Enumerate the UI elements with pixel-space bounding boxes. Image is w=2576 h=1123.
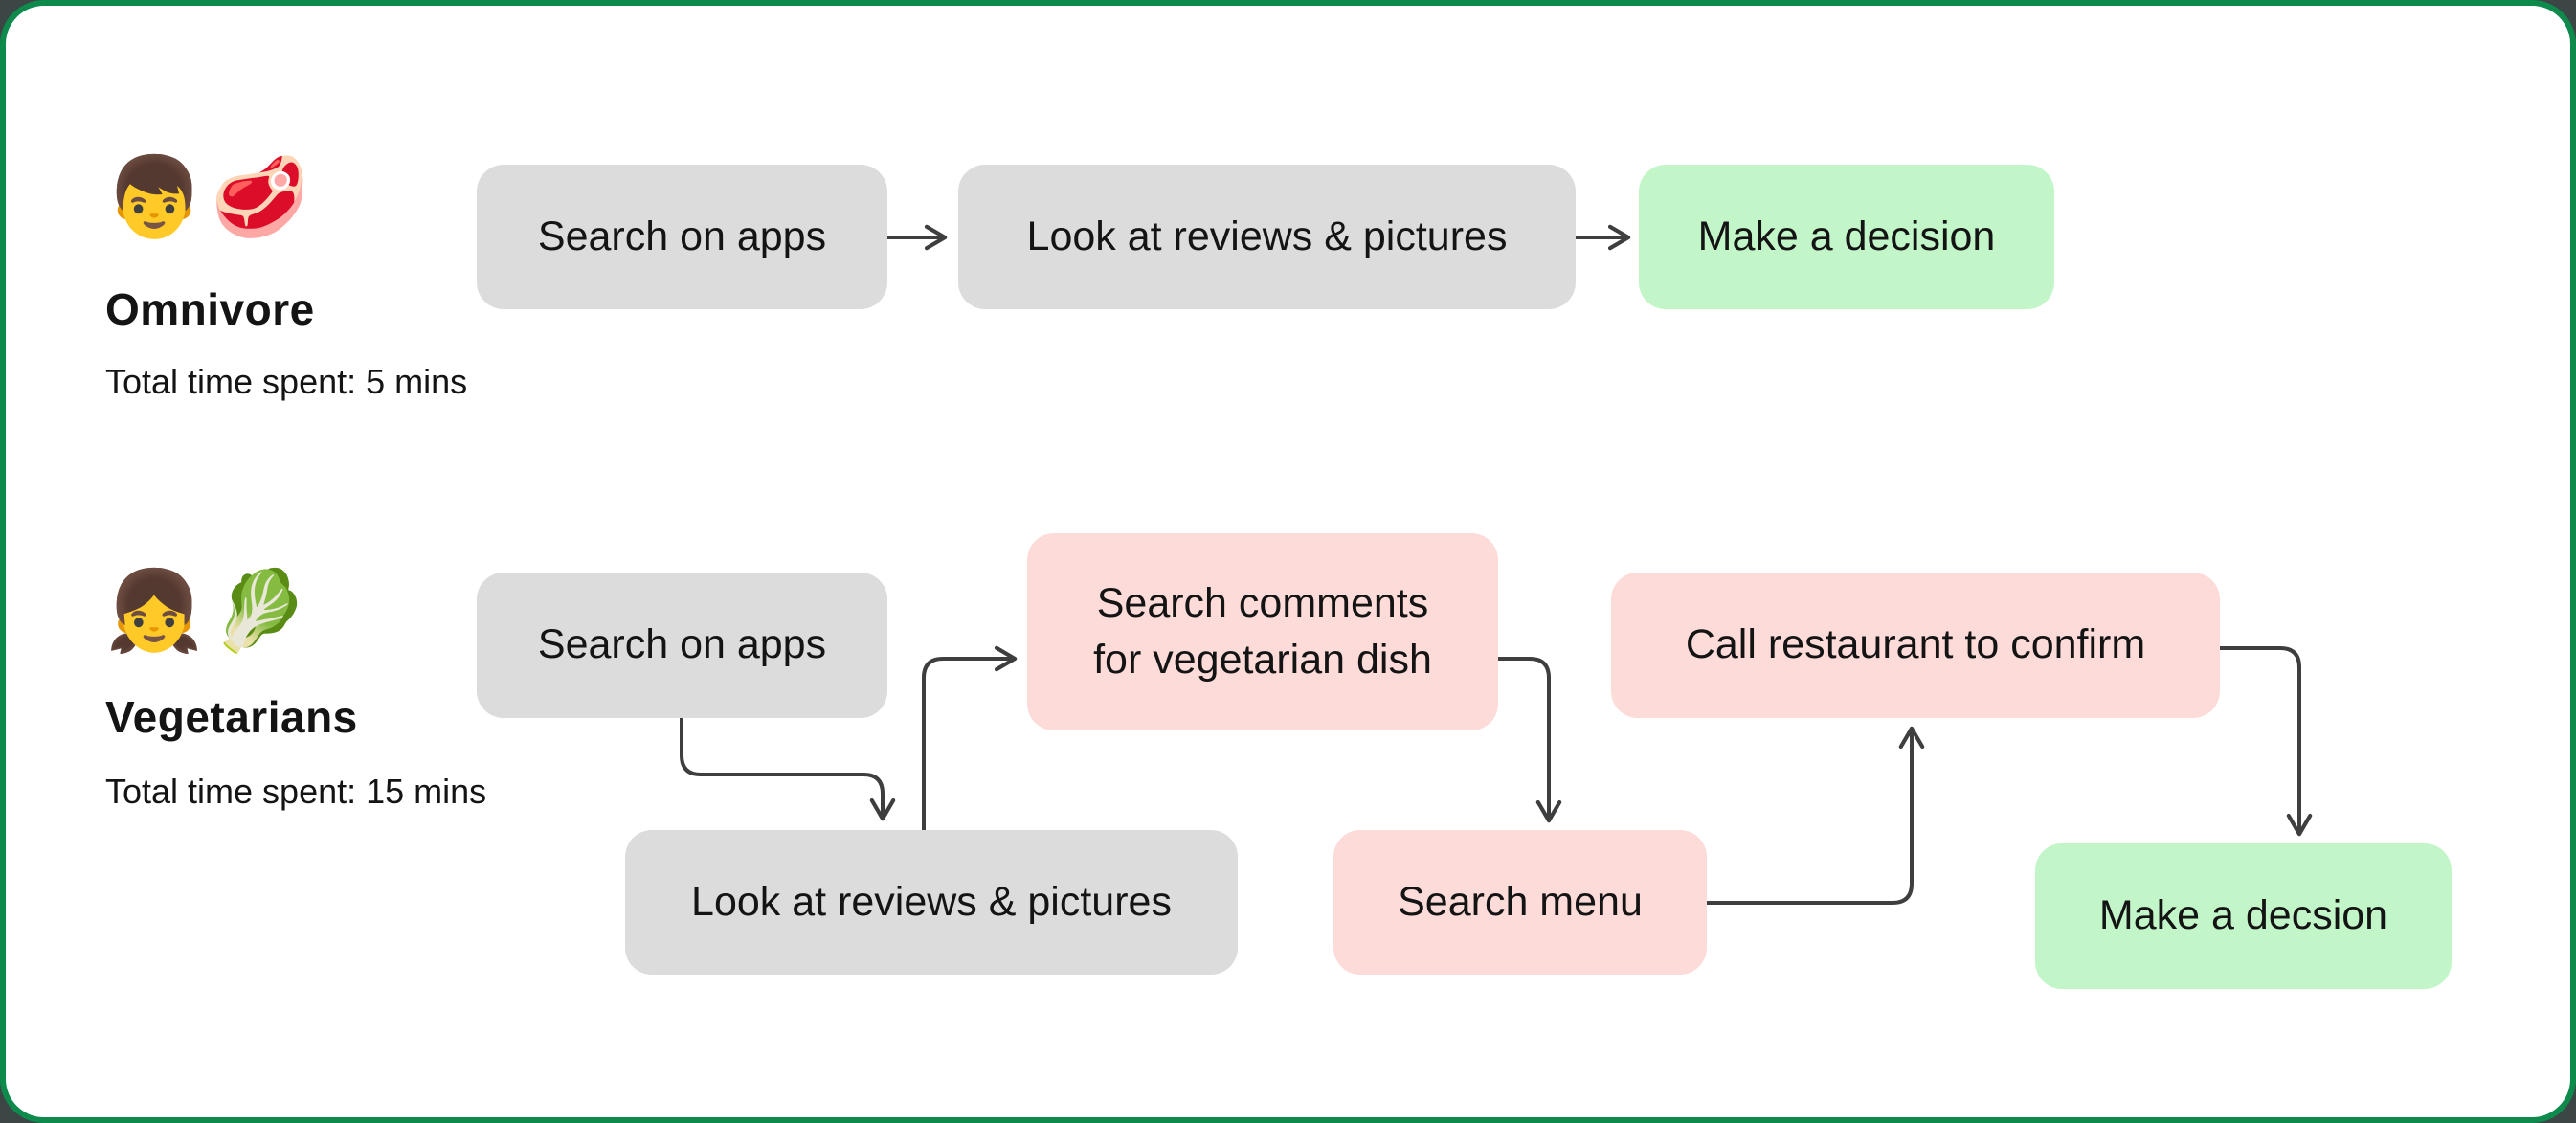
node-vegetarian-search-on-apps: Search on apps (477, 573, 887, 718)
vegetarians-emoji: 👧🥬 (105, 568, 317, 655)
edge-veg-search-to-reviews (680, 716, 896, 821)
omnivore-time-spent: Total time spent: 5 mins (105, 362, 468, 401)
omnivore-title: Omnivore (105, 284, 315, 334)
node-omnivore-make-a-decision: Make a decision (1639, 165, 2054, 309)
node-vegetarian-search-menu: Search menu (1333, 830, 1707, 975)
edge-veg-menu-to-call (1705, 726, 1925, 905)
edge-veg-call-to-decision (2218, 646, 2313, 837)
vegetarians-title: Vegetarians (105, 692, 358, 742)
node-omnivore-search-on-apps: Search on apps (477, 165, 887, 309)
node-vegetarian-look-at-reviews: Look at reviews & pictures (625, 830, 1238, 975)
node-vegetarian-search-comments: Search comments for vegetarian dish (1027, 533, 1498, 730)
omnivore-emoji: 👦🥩 (105, 154, 317, 241)
node-vegetarian-call-restaurant: Call restaurant to confirm (1611, 573, 2220, 718)
edge-veg-comments-to-menu (1496, 657, 1562, 823)
vegetarians-time-spent: Total time spent: 15 mins (105, 772, 487, 811)
edge-veg-reviews-to-comments (922, 645, 1018, 832)
node-omnivore-look-at-reviews: Look at reviews & pictures (958, 165, 1576, 309)
node-vegetarian-make-a-decision: Make a decsion (2035, 843, 2452, 989)
